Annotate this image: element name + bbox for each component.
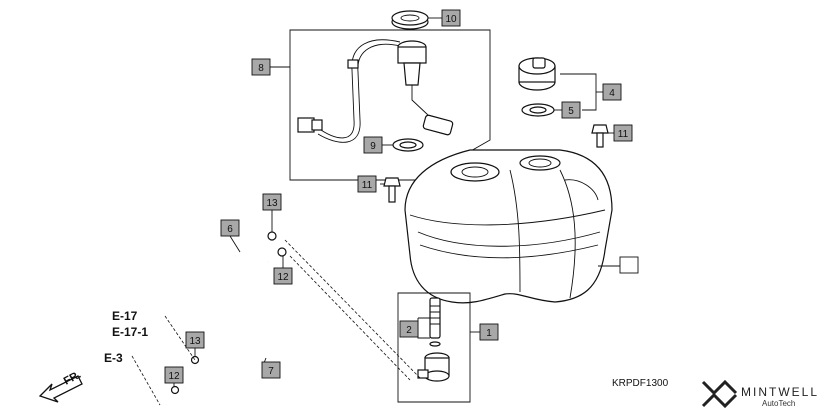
fuel-pump-wiring	[297, 39, 401, 143]
callout-10: 10	[428, 9, 461, 27]
callout-6: 6	[220, 219, 240, 237]
clip-13-lower	[190, 355, 200, 365]
callout-11-right: 11	[613, 124, 633, 142]
fuel-cock-group-frame	[397, 292, 471, 403]
mintwell-logo-icon	[701, 379, 738, 409]
fuel-tank	[404, 149, 613, 304]
callout-11-left: 11	[357, 175, 377, 193]
pump-gasket	[392, 138, 424, 152]
e17-route-line	[164, 315, 196, 361]
svg-text:11: 11	[618, 129, 629, 140]
brand-subtitle: AutoTech	[762, 399, 795, 408]
clip-12-lower	[170, 385, 180, 395]
callout-12-upper: 12	[273, 256, 293, 285]
hose-route-line	[284, 239, 421, 379]
fuel-hose	[193, 253, 260, 369]
svg-text:2: 2	[406, 325, 412, 336]
svg-text:7: 7	[268, 366, 274, 377]
svg-text:5: 5	[568, 106, 574, 117]
fuel-cap	[518, 57, 556, 91]
callout-5: 5	[554, 101, 581, 119]
svg-text:10: 10	[445, 14, 457, 25]
e3-route-line	[131, 355, 161, 406]
front-direction-arrow	[38, 375, 83, 403]
svg-text:8: 8	[258, 63, 264, 74]
ref-e17: E-17	[112, 309, 138, 323]
callout-12-lower: 12	[164, 366, 184, 386]
svg-text:6: 6	[227, 224, 233, 235]
bolt-left	[380, 177, 401, 203]
diagram-code: KRPDF1300	[612, 378, 669, 389]
callout-1: 1	[479, 323, 499, 341]
clip-13-upper	[267, 231, 277, 241]
brand-name: MINTWELL	[741, 385, 819, 399]
svg-text:12: 12	[277, 272, 289, 283]
svg-text:11: 11	[362, 180, 373, 191]
fuel-cock-bolt	[429, 297, 441, 347]
hose-route-line-2	[289, 255, 411, 381]
callout-13-upper: 13	[262, 193, 282, 232]
callout-2: 2	[399, 317, 430, 339]
svg-text:1: 1	[486, 328, 492, 339]
ref-e17-1: E-17-1	[112, 325, 148, 339]
fuel-pump	[397, 40, 454, 136]
clip-12-upper	[277, 247, 287, 257]
callout-tank-blank	[619, 256, 639, 274]
svg-text:13: 13	[189, 336, 201, 347]
hose-6-leader	[229, 235, 241, 253]
callout-13-lower: 13	[185, 331, 205, 356]
callout-9: 9	[363, 136, 393, 154]
bolt-right	[591, 124, 614, 148]
svg-text:9: 9	[370, 141, 376, 152]
ref-e3: E-3	[104, 351, 123, 365]
callout-4: 4	[602, 83, 622, 101]
ring-nut	[391, 10, 429, 30]
vent-hose	[184, 259, 298, 391]
fuel-cap-gasket	[521, 103, 555, 117]
fuel-cock	[417, 352, 450, 382]
callout-8: 8	[251, 58, 290, 76]
callout-7: 7	[261, 361, 281, 379]
svg-text:13: 13	[266, 198, 278, 209]
svg-text:4: 4	[609, 88, 615, 99]
svg-text:12: 12	[168, 371, 180, 382]
bracket-4-5	[560, 73, 603, 111]
